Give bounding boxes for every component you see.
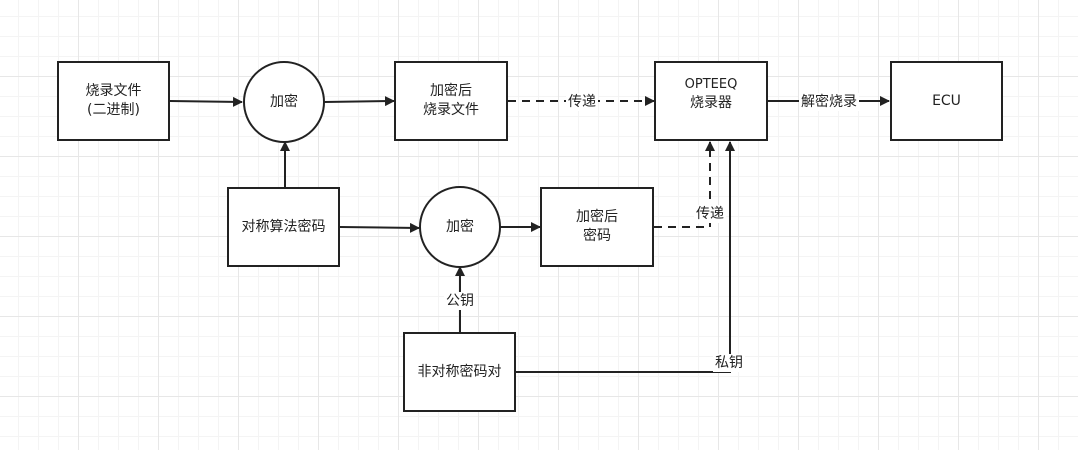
encrypt-top-label: 加密 <box>270 93 298 110</box>
firmware-file-line2: (二进制) <box>87 102 140 118</box>
edge-symkey-to-encrypt-bottom <box>339 222 420 233</box>
edge-label-private-key: 私钥 <box>713 354 745 372</box>
edge-encrypt-to-encrypted-firmware <box>323 96 395 107</box>
symmetric-key-box[interactable]: 对称算法密码 <box>227 187 340 267</box>
firmware-file-line1: 烧录文件 <box>85 83 142 99</box>
encrypted-key-box[interactable]: 加密后 密码 <box>540 187 654 267</box>
edge-firmware-to-encrypt <box>169 96 243 107</box>
symmetric-key-label: 对称算法密码 <box>241 218 326 235</box>
edge-label-transfer-top: 传递 <box>566 93 598 111</box>
encrypt-circle-bottom[interactable]: 加密 <box>419 186 501 268</box>
encrypted-key-line1: 加密后 <box>576 209 618 225</box>
encrypt-circle-top[interactable]: 加密 <box>243 61 325 143</box>
ecu-label: ECU <box>932 92 961 109</box>
encrypted-firmware-box[interactable]: 加密后 烧录文件 <box>394 61 508 141</box>
firmware-file-box[interactable]: 烧录文件 (二进制) <box>57 61 170 141</box>
ecu-box[interactable]: ECU <box>890 61 1003 141</box>
edge-private-key <box>516 141 735 373</box>
asymmetric-pair-label: 非对称密码对 <box>417 363 502 380</box>
edge-label-transfer-bottom: 传递 <box>694 205 726 223</box>
programmer-line1: OPTEEQ <box>684 77 738 92</box>
encrypted-firmware-line2: 烧录文件 <box>423 102 479 118</box>
programmer-box[interactable]: OPTEEQ 烧录器 <box>654 61 768 141</box>
asymmetric-pair-box[interactable]: 非对称密码对 <box>403 332 516 412</box>
edge-encrypted-key-to-programmer <box>654 141 715 228</box>
edge-label-decrypt-burn: 解密烧录 <box>799 93 859 111</box>
encrypted-firmware-line1: 加密后 <box>430 83 472 99</box>
edge-label-public-key: 公钥 <box>444 292 476 310</box>
programmer-line2: 烧录器 <box>690 95 732 111</box>
encrypted-key-line2: 密码 <box>583 228 611 244</box>
encrypt-bottom-label: 加密 <box>446 218 474 235</box>
